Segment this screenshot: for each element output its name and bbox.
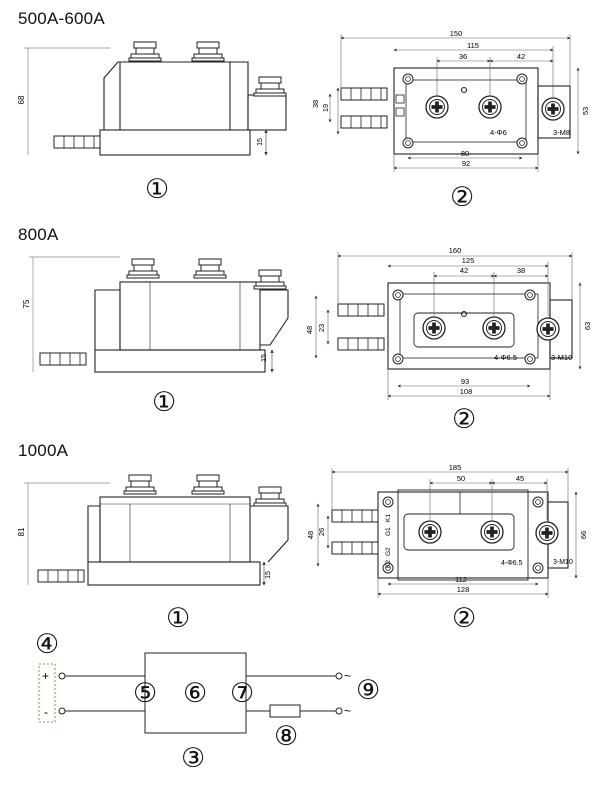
dim-mount-800: 125 [462,256,475,265]
side-view-500-600a [24,41,287,156]
dim-outer-1000: 128 [457,585,470,594]
fig-label-ac: ⑨ [356,675,381,705]
dim-outer-500: 92 [462,159,470,168]
fig-label-input-terminal: ⑤ [133,678,158,708]
dim-pitch1-1000: 50 [457,474,465,483]
section-title-800a: 800A [18,225,59,244]
side-view-800a [29,256,289,373]
dim-inner-800: 93 [461,377,469,386]
schematic-minus: - [44,705,48,719]
dim-pitch1-500: 36 [459,52,467,61]
dim-pitch2-1000: 45 [516,474,524,483]
section-title-500-600a: 500A-600A [18,9,105,28]
fig-label-top-800: ② [452,404,477,434]
dim-height-500: 68 [17,95,26,104]
dim-overall-500: 150 [450,29,463,38]
dim-depth-800: 63 [583,322,592,330]
dim-h1-1000: 48 [306,531,315,539]
fig-label-side-800: ① [152,387,177,417]
dim-depth-500: 53 [581,107,590,115]
top-view-500-600a [328,34,580,172]
dim-holes-1000: 4-Φ6.5 [501,560,523,567]
dim-inner-1000: 112 [455,575,467,584]
fig-label-side-1000: ① [166,603,191,633]
fig-label-output-terminal: ⑦ [230,678,255,708]
dim-pitch2-500: 42 [517,52,525,61]
top-view-800a [314,252,582,400]
dim-base-800: 15 [261,354,268,362]
dim-screws-500: 3-M8 [553,128,570,137]
dim-mount-500: 115 [467,41,479,50]
fig-label-top-500: ② [450,182,475,212]
gate-label-g2: G2 [385,547,392,556]
dim-h2-500: 19 [321,104,330,112]
dim-base-1000: 15 [265,571,272,579]
dim-h1-500: 38 [311,100,320,108]
dim-height-1000: 81 [17,527,26,536]
dim-outer-800: 108 [460,387,473,396]
fig-label-top-1000: ② [452,603,477,633]
gate-label-g1: G1 [385,527,392,536]
dim-pitch1-800: 42 [460,266,468,275]
fig-label-side-500: ① [145,174,170,204]
fig-label-block: ③ [181,743,206,773]
schematic-ac-bottom: ~ [344,704,351,718]
dim-holes-800: 4-Φ6.5 [494,353,517,362]
dim-screws-1000: 3-M10 [553,559,573,566]
dim-h2-1000: 26 [317,528,326,536]
dim-holes-500: 4-Φ6 [490,128,507,137]
dim-overall-1000: 185 [449,463,462,472]
dim-base-500: 15 [257,138,264,146]
fig-label-module-body: ⑥ [183,678,208,708]
schematic-ac-top: ~ [344,669,351,683]
schematic-plus: + [42,669,49,683]
fig-label-source: ④ [35,629,60,659]
gate-label-k1: K1 [385,514,392,522]
section-title-1000a: 1000A [18,441,69,460]
gate-label-k2: K2 [385,560,392,568]
fig-label-resistor: ⑧ [274,721,299,751]
side-view-1000a [24,474,289,586]
dim-screws-800: 3-M10 [551,353,572,362]
dim-overall-800: 160 [449,246,462,255]
top-view-1000a [316,468,578,598]
dim-h1-800: 48 [305,326,314,334]
dim-pitch2-800: 38 [517,266,525,275]
dim-inner-500: 80 [461,149,469,158]
dim-depth-1000: 66 [579,531,588,539]
dim-height-800: 75 [22,299,31,308]
schematic-diagram [38,652,343,734]
dim-h2-800: 23 [317,324,326,332]
